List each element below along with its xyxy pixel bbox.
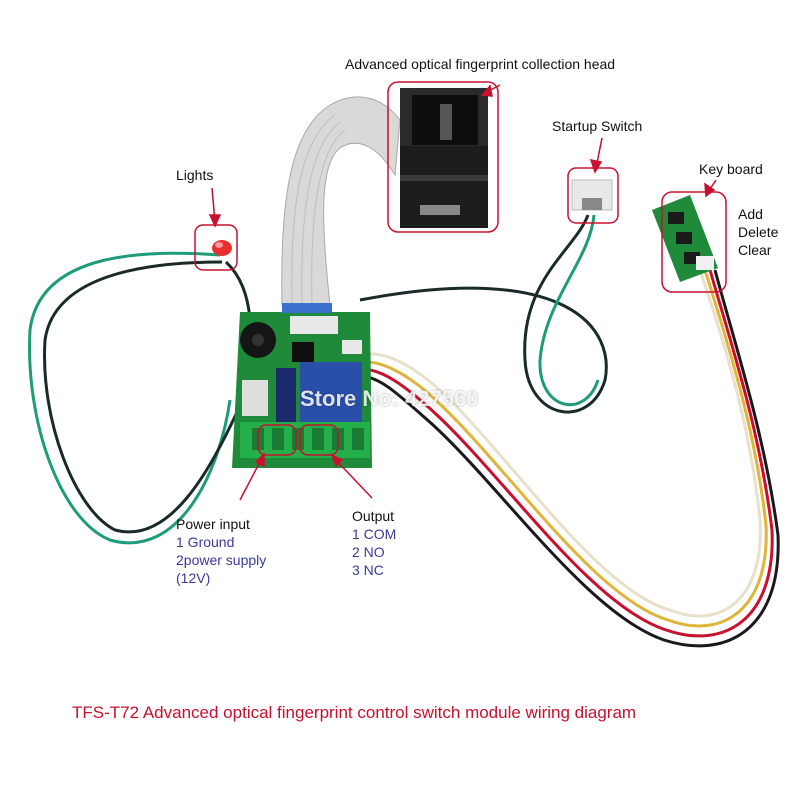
callout-power-box [257,424,297,456]
fingerprint-head [400,88,488,228]
diagram-caption: TFS-T72 Advanced optical fingerprint con… [72,703,637,722]
key-function-delete: Delete [738,224,779,240]
lights-led [212,240,232,256]
keyboard-board [652,195,718,282]
callout-arrows [208,84,717,501]
store-watermark: Store No: 427560 [300,386,479,411]
ribbon-cable [281,96,401,306]
output-line-3: 3 NC [352,562,384,578]
output-title: Output [352,508,395,524]
callout-keyboard-box [661,191,727,293]
switch-wires [359,214,608,414]
key-board-label: Key board [699,161,763,177]
power-input-line-2: 2power supply [176,552,267,568]
keyboard-wires [359,269,780,648]
startup-switch-label: Startup Switch [552,118,643,134]
startup-switch [571,179,613,211]
output-line-2: 2 NO [352,544,385,560]
key-function-add: Add [738,206,763,222]
callout-boxes [194,81,727,456]
output-line-1: 1 COM [352,526,397,542]
collection-head-label: Advanced optical fingerprint collection … [345,56,616,72]
power-input-line-1: 1 Ground [176,534,235,550]
lights-label: Lights [176,167,214,183]
lights-wires [28,251,252,545]
callout-output-box [299,424,339,456]
power-input-line-3: (12V) [176,570,211,586]
power-input-title: Power input [176,516,250,532]
callout-head-box [387,81,499,233]
key-function-clear: Clear [738,242,772,258]
